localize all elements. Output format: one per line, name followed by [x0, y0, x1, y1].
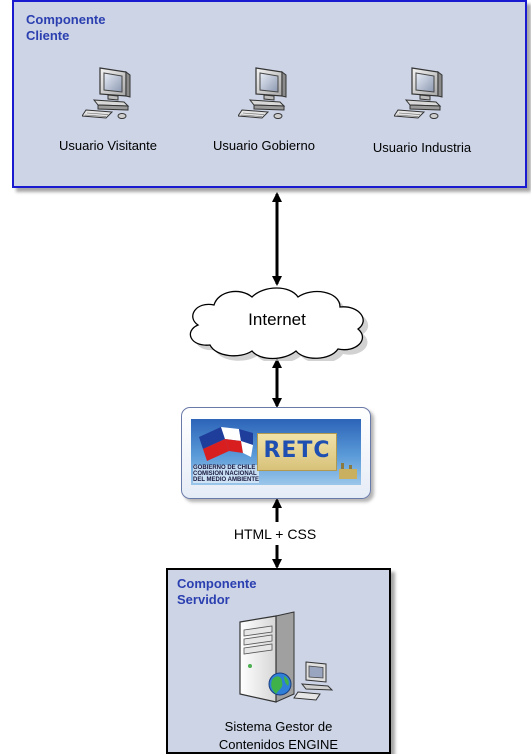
industry-icon	[339, 463, 357, 479]
client-component-panel: Componente Cliente Usuario Visitante Usu…	[12, 0, 527, 188]
computer-icon	[82, 66, 134, 122]
server-label: Sistema Gestor de Contenidos ENGINE	[218, 719, 339, 752]
server-component-panel: Componente Servidor Sistema Gestor de Co…	[166, 568, 391, 754]
retc-banner-image: GOBIERNO DE CHILE COMISION NACIONAL DEL …	[191, 419, 361, 485]
server-component-title: Componente Servidor	[177, 576, 257, 607]
connection-label: HTML + CSS	[233, 526, 317, 542]
user-label-industria: Usuario Industria	[372, 140, 472, 155]
retc-logo-text: RETC	[263, 438, 331, 463]
client-component-title: Componente Cliente	[26, 12, 106, 43]
government-logo	[199, 427, 253, 461]
server-icon	[239, 611, 334, 703]
retc-logo-box: RETC	[257, 433, 337, 471]
internet-label: Internet	[248, 310, 306, 329]
retc-banner: GOBIERNO DE CHILE COMISION NACIONAL DEL …	[181, 407, 371, 499]
government-text: GOBIERNO DE CHILE COMISION NACIONAL DEL …	[193, 465, 260, 483]
user-label-gobierno: Usuario Gobierno	[213, 138, 315, 153]
computer-icon	[394, 66, 446, 122]
user-label-visitante: Usuario Visitante	[58, 138, 158, 153]
internet-cloud-icon	[189, 287, 369, 361]
computer-icon	[238, 66, 290, 122]
